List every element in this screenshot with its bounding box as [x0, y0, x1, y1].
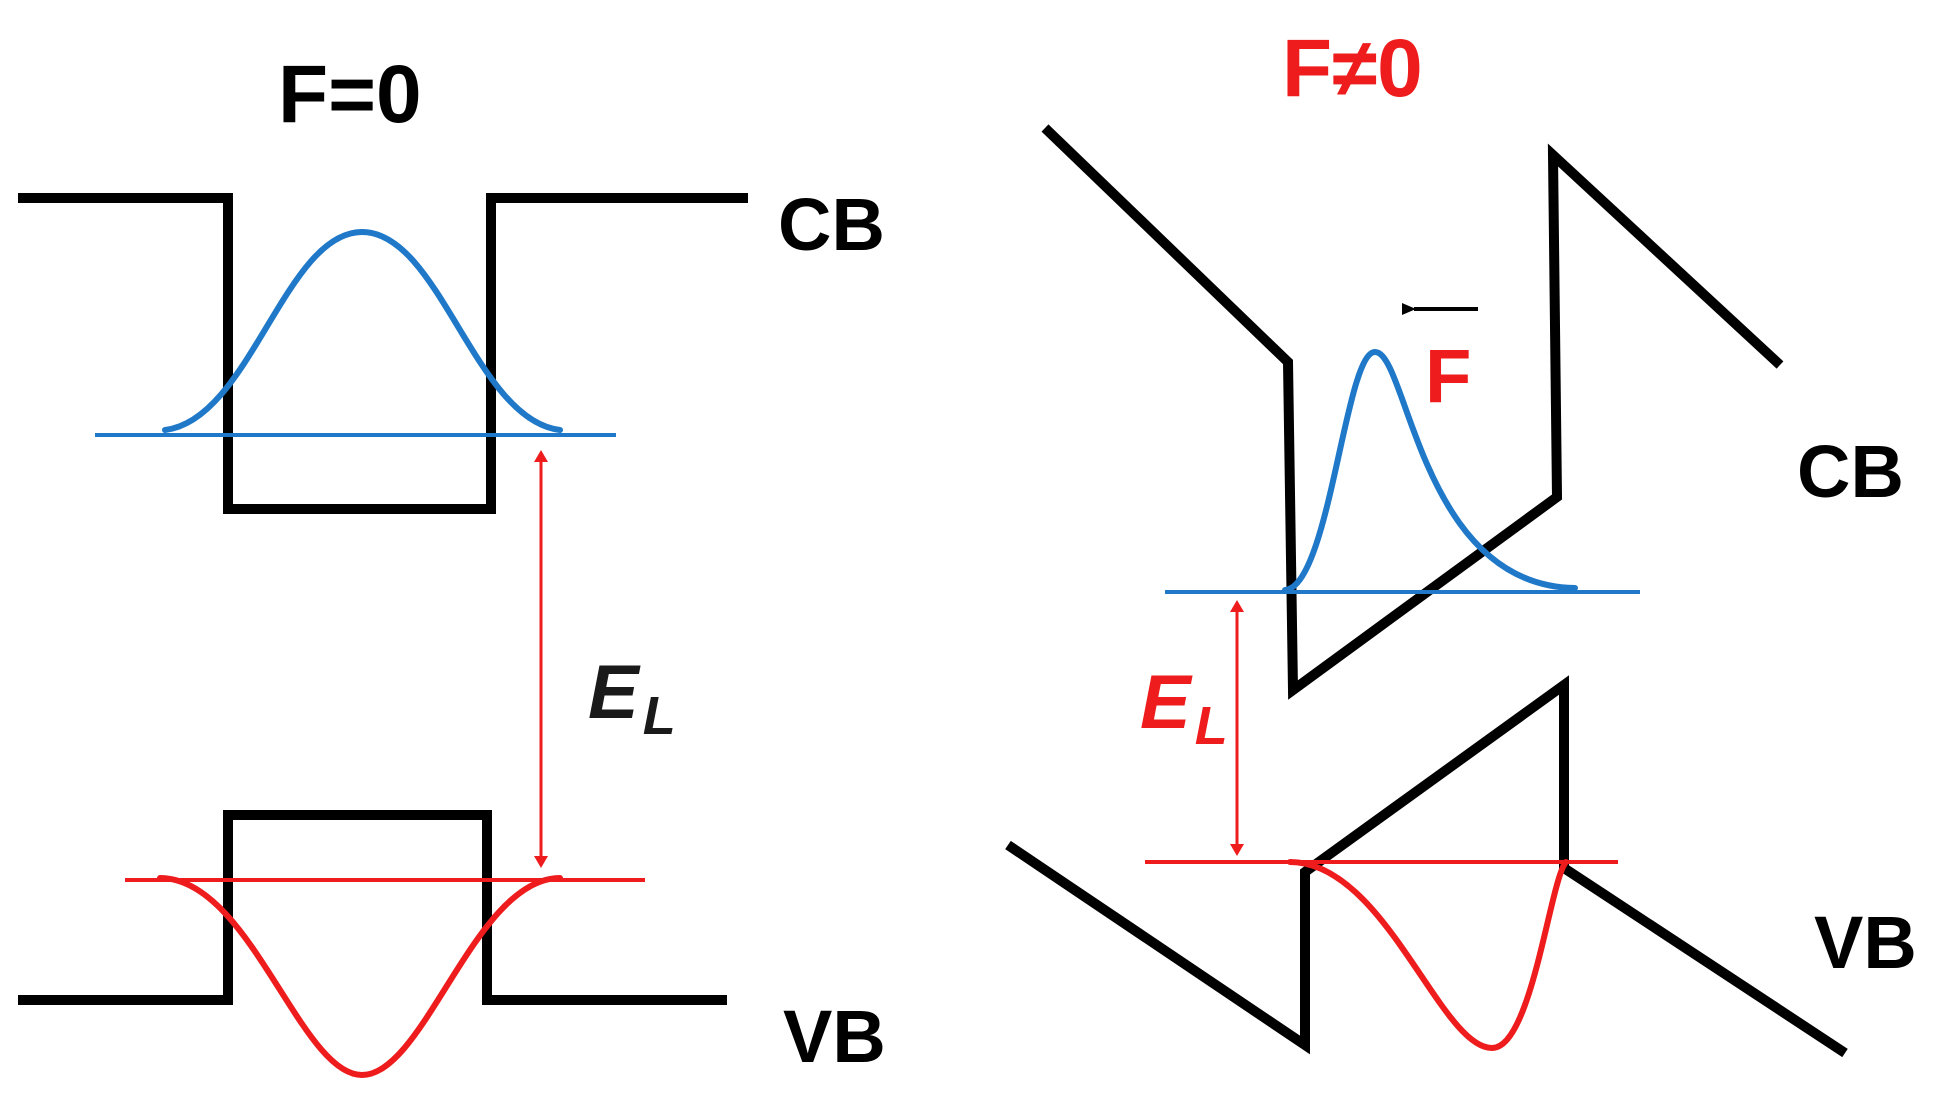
left-energy-label: EL: [588, 650, 676, 746]
right-conduction-band-edge: [1041, 124, 1784, 700]
left-cb-label: CB: [778, 183, 885, 266]
left-electron-wavefunction: [162, 228, 563, 433]
left-panel-title: F=0: [278, 49, 422, 140]
right-valence-band-edge: [1005, 675, 1848, 1058]
right-hole-wavefunction: [1287, 859, 1569, 1052]
left-vb-label: VB: [783, 995, 886, 1078]
field-label: F: [1425, 334, 1471, 419]
right-energy-label: EL: [1140, 660, 1228, 756]
left-conduction-band-edge: [18, 193, 748, 514]
right-panel: F≠0 CB F EL VB: [1005, 23, 1917, 1058]
left-valence-band-edge: [18, 810, 727, 1005]
right-panel-title: F≠0: [1282, 23, 1423, 114]
right-vb-label: VB: [1814, 901, 1917, 984]
right-electron-wavefunction: [1282, 348, 1578, 593]
right-cb-label: CB: [1797, 430, 1904, 513]
left-panel: F=0 CB EL VB: [18, 49, 886, 1079]
left-hole-wavefunction: [157, 875, 563, 1079]
